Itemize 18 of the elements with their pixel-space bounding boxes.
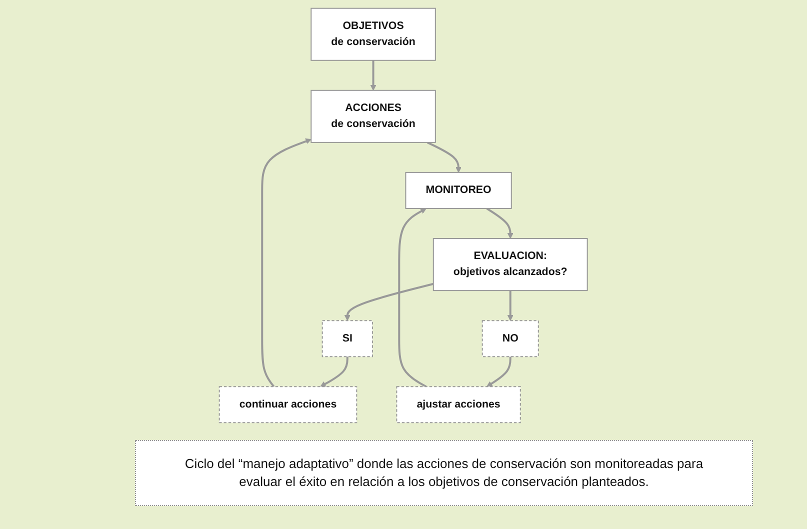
process-box: MONITOREO xyxy=(405,171,512,208)
arrow xyxy=(427,141,462,172)
process-box: continuar acciones xyxy=(219,386,358,423)
process-box: NO xyxy=(482,320,540,357)
arrow xyxy=(486,207,514,238)
process-box: OBJETIVOS de conservación xyxy=(310,7,436,60)
arrow xyxy=(398,208,427,387)
process-box: EVALUACION: objetivos alcanzados? xyxy=(433,238,588,291)
arrow xyxy=(344,282,434,320)
arrow xyxy=(320,356,349,386)
caption: Ciclo del “manejo adaptativo” donde las acciones de conservación son monitoreadas para evaluar el éxito en relación a los objetivos de conservación planteados. xyxy=(135,440,753,506)
process-box: ajustar acciones xyxy=(396,386,522,423)
arrow xyxy=(508,290,514,320)
arrow xyxy=(486,356,512,386)
arrow xyxy=(261,138,312,387)
process-box: SI xyxy=(322,320,374,357)
process-box: ACCIONES de conservación xyxy=(310,89,436,142)
arrow xyxy=(370,60,376,90)
